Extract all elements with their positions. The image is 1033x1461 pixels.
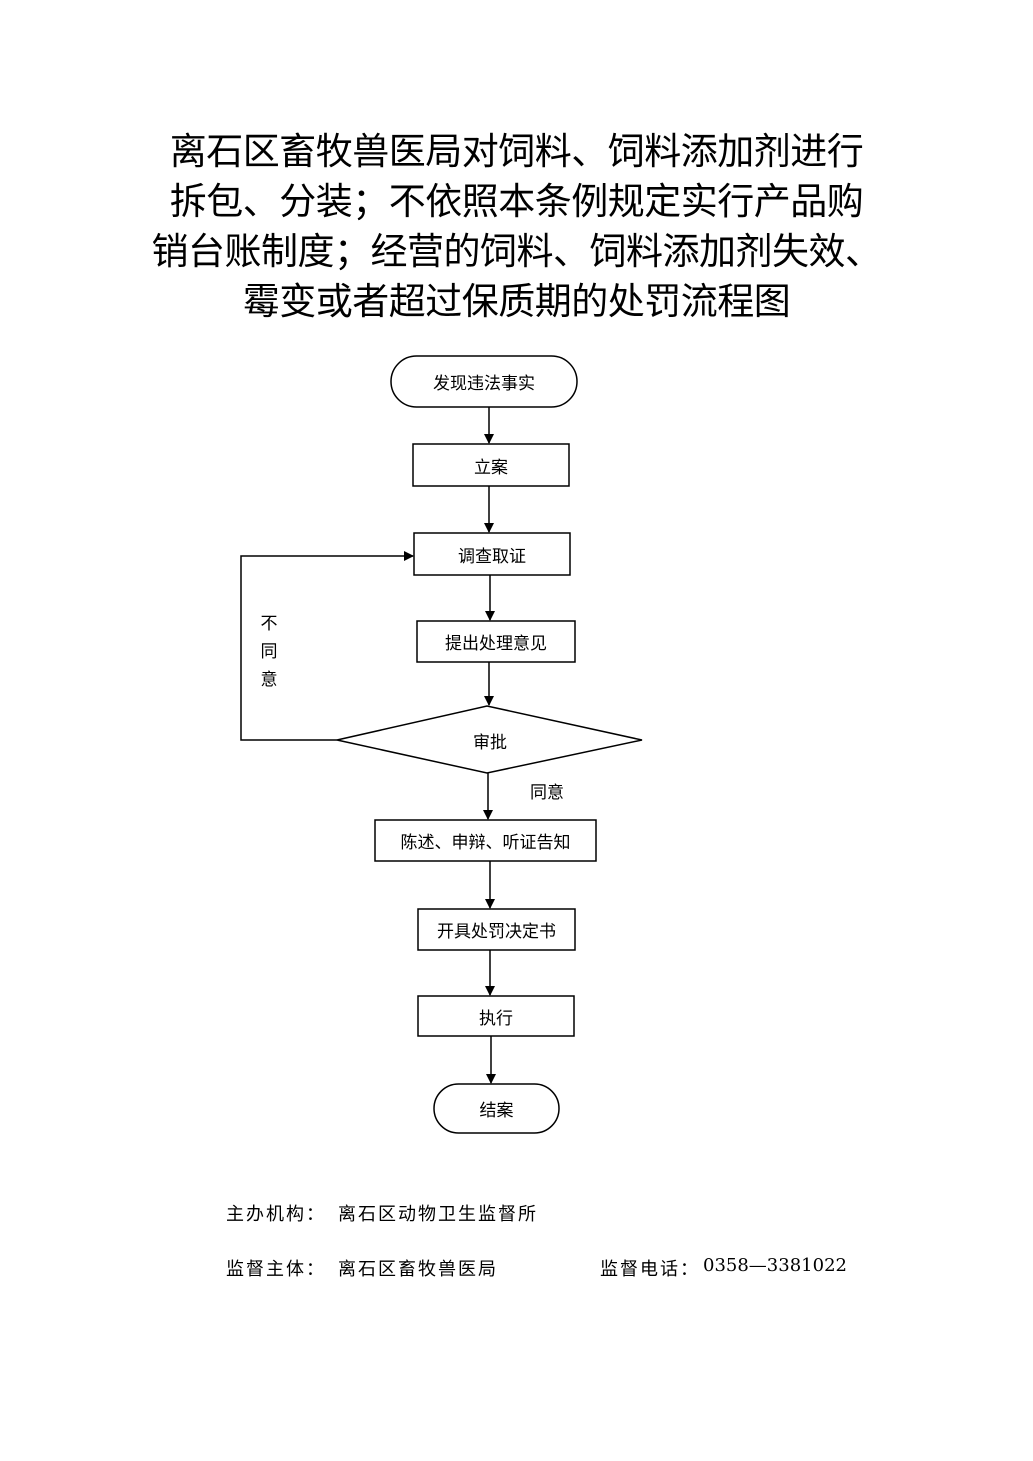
execute-box-shape bbox=[417, 995, 575, 1037]
title-line-1: 离石区畜牧兽医局对饲料、饲料添加剂进行 bbox=[169, 130, 864, 173]
register-node-label: 立案 bbox=[474, 457, 508, 478]
organizer-label: 主办机构： bbox=[226, 1204, 326, 1225]
propose-box-shape bbox=[416, 620, 576, 663]
register-box-shape bbox=[412, 443, 570, 487]
decision-node-label: 开具处罚决定书 bbox=[437, 922, 556, 942]
title-line-3: 销台账制度；经营的饲料、饲料添加剂失效、 bbox=[151, 230, 883, 273]
investigate-box-shape bbox=[413, 532, 571, 576]
supervisor-label: 监督主体： bbox=[226, 1259, 326, 1280]
approve-node-label: 审批 bbox=[473, 732, 507, 753]
disagree-char-1: 不 bbox=[260, 614, 278, 634]
arrow-approve-disagree-loop bbox=[240, 551, 414, 741]
disagree-char-2: 同 bbox=[260, 642, 278, 662]
propose-node-label: 提出处理意见 bbox=[445, 634, 547, 654]
agree-label: 同意 bbox=[530, 782, 564, 803]
execute-node-label: 执行 bbox=[479, 1008, 513, 1029]
start-node-label: 发现违法事实 bbox=[433, 374, 535, 394]
disagree-label: 不 同 意 bbox=[259, 610, 279, 694]
title-line-4: 霉变或者超过保质期的处罚流程图 bbox=[242, 280, 791, 323]
decision-box-shape bbox=[417, 908, 576, 951]
hearing-box-shape bbox=[374, 819, 597, 862]
end-terminal-shape bbox=[433, 1083, 560, 1134]
hearing-node-label: 陈述、申辩、听证告知 bbox=[400, 833, 571, 853]
approve-decision-shape bbox=[336, 705, 643, 774]
organizer-value: 离石区动物卫生监督所 bbox=[338, 1204, 538, 1225]
disagree-char-3: 意 bbox=[260, 670, 278, 690]
phone-label: 监督电话： bbox=[600, 1259, 700, 1280]
start-terminal-shape bbox=[390, 355, 578, 408]
phone-value: 0358—3381022 bbox=[703, 1255, 847, 1276]
investigate-node-label: 调查取证 bbox=[458, 546, 526, 567]
supervisor-value: 离石区畜牧兽医局 bbox=[338, 1259, 498, 1280]
end-node-label: 结案 bbox=[479, 1101, 514, 1121]
title-line-2: 拆包、分装；不依照本条例规定实行产品购 bbox=[169, 180, 864, 223]
